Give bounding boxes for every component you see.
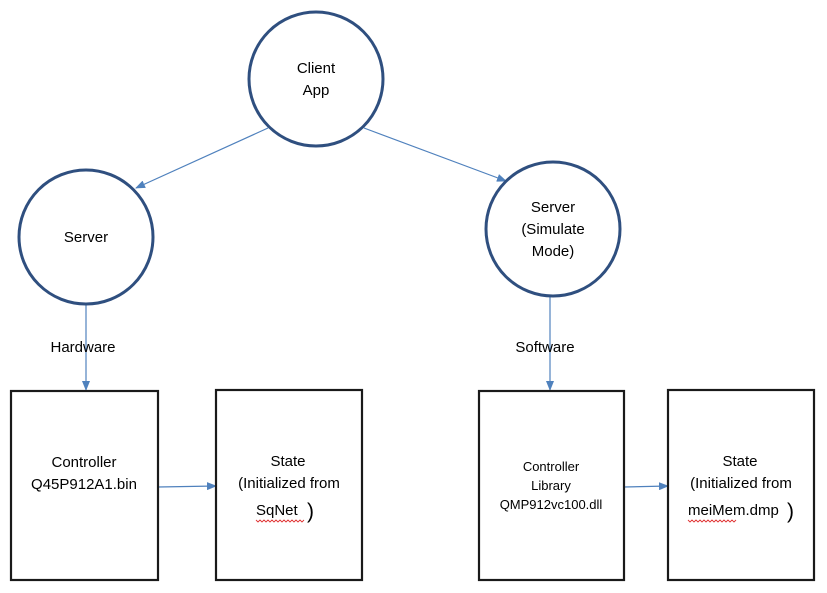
client-app-label-line1: Client — [297, 60, 336, 77]
server-simulate-circle — [484, 160, 622, 298]
server-circle — [17, 168, 155, 306]
controller-library-box — [477, 389, 626, 582]
node-controller-library: Controller Library QMP912vc100.dll — [477, 389, 626, 582]
server-simulate-label-line3: Mode) — [532, 243, 575, 260]
node-controller: Controller Q45P912A1.bin — [9, 389, 160, 582]
node-server: Server — [17, 168, 155, 306]
controller-library-label-line2: Library — [531, 478, 571, 493]
controller-library-label-line3: QMP912vc100.dll — [500, 497, 603, 512]
state-hardware-label-line2: (Initialized from — [238, 475, 340, 492]
state-software-label-line2: (Initialized from — [690, 475, 792, 492]
edge-client-to-server-simulate — [363, 127, 507, 182]
node-state-software: State (Initialized from meiMem.dmp ) — [666, 388, 816, 582]
state-hardware-label-line3: SqNet — [256, 502, 299, 519]
state-hardware-close-paren: ) — [307, 500, 314, 523]
state-software-label-line3: meiMem.dmp — [688, 502, 779, 519]
state-software-label-line1: State — [722, 453, 757, 470]
spellcheck-underline — [255, 519, 305, 523]
server-simulate-label-line1: Server — [531, 199, 575, 216]
controller-library-label-line1: Controller — [523, 459, 580, 474]
controller-label-line2: Q45P912A1.bin — [31, 476, 137, 493]
server-simulate-label-line2: (Simulate — [521, 221, 584, 238]
state-hardware-label-line1: State — [270, 453, 305, 470]
node-state-hardware: State (Initialized from SqNet ) — [214, 388, 364, 582]
controller-box — [9, 389, 160, 582]
server-label: Server — [64, 229, 108, 246]
edge-controller-to-state — [157, 482, 217, 491]
controller-label-line1: Controller — [51, 454, 116, 471]
state-software-close-paren: ) — [787, 500, 794, 523]
node-server-simulate: Server (Simulate Mode) — [484, 160, 622, 298]
state-hardware-box — [214, 388, 364, 582]
client-app-label-line2: App — [303, 82, 330, 99]
state-software-box — [666, 388, 816, 582]
edge-client-to-server — [135, 127, 269, 189]
spellcheck-underline — [687, 519, 737, 523]
client-app-circle — [247, 10, 385, 148]
edge-label-software: Software — [515, 339, 574, 356]
edge-label-hardware: Hardware — [50, 339, 115, 356]
edge-controller-library-to-state — [623, 482, 669, 491]
node-client-app: Client App — [247, 10, 385, 148]
